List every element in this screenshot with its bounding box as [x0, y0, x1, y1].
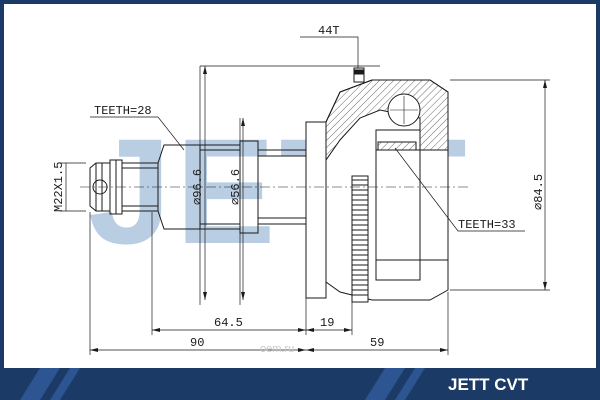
dim-housing-length: 59 [370, 336, 384, 350]
footer-band [0, 368, 600, 400]
site-watermark: oem.ru [260, 343, 294, 355]
outer-housing [305, 67, 449, 303]
label-inner-teeth: TEETH=33 [458, 218, 516, 232]
dim-total-shaft: 90 [190, 336, 204, 350]
footer-brand-label: JETT CVT [448, 375, 529, 394]
dimension-arrows [90, 66, 547, 352]
label-shaft-diameter-1: ⌀96.6 [191, 169, 205, 205]
label-outer-teeth: 44T [318, 24, 340, 38]
label-shaft-teeth: TEETH=28 [94, 104, 152, 118]
abs-tooth-ring [352, 179, 368, 296]
label-thread: M22X1.5 [52, 162, 66, 212]
label-housing-diameter: ⌀84.5 [532, 174, 546, 210]
dim-shaft-length: 64.5 [214, 316, 243, 330]
label-shaft-diameter-2: ⌀56.6 [229, 169, 243, 205]
dim-flange-width: 19 [320, 316, 334, 330]
